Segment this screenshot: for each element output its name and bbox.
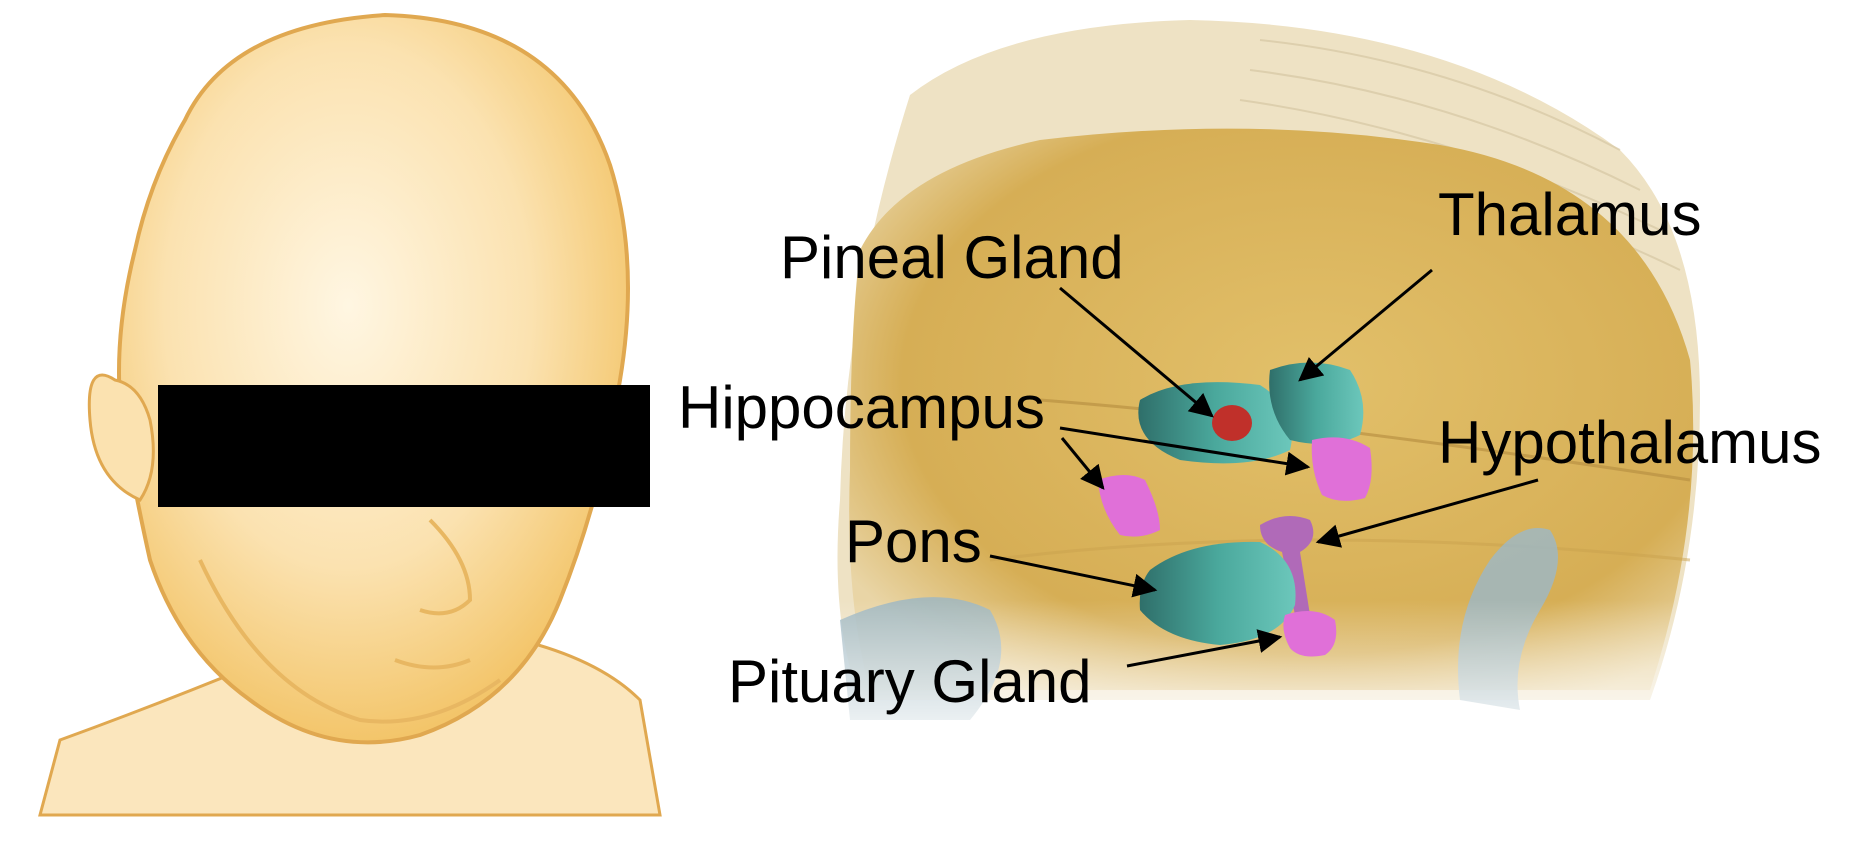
label-pituary-gland: Pituary Gland: [728, 648, 1092, 715]
label-pons: Pons: [845, 508, 982, 575]
label-pineal-gland: Pineal Gland: [780, 224, 1124, 291]
label-hypothalamus: Hypothalamus: [1438, 409, 1822, 476]
hippocampus-right-structure: [1312, 437, 1372, 501]
head-render: [40, 15, 660, 815]
label-hippocampus: Hippocampus: [678, 374, 1045, 441]
redaction-bar: [158, 385, 650, 507]
pineal-gland-structure: [1212, 405, 1252, 441]
label-thalamus: Thalamus: [1438, 181, 1701, 248]
